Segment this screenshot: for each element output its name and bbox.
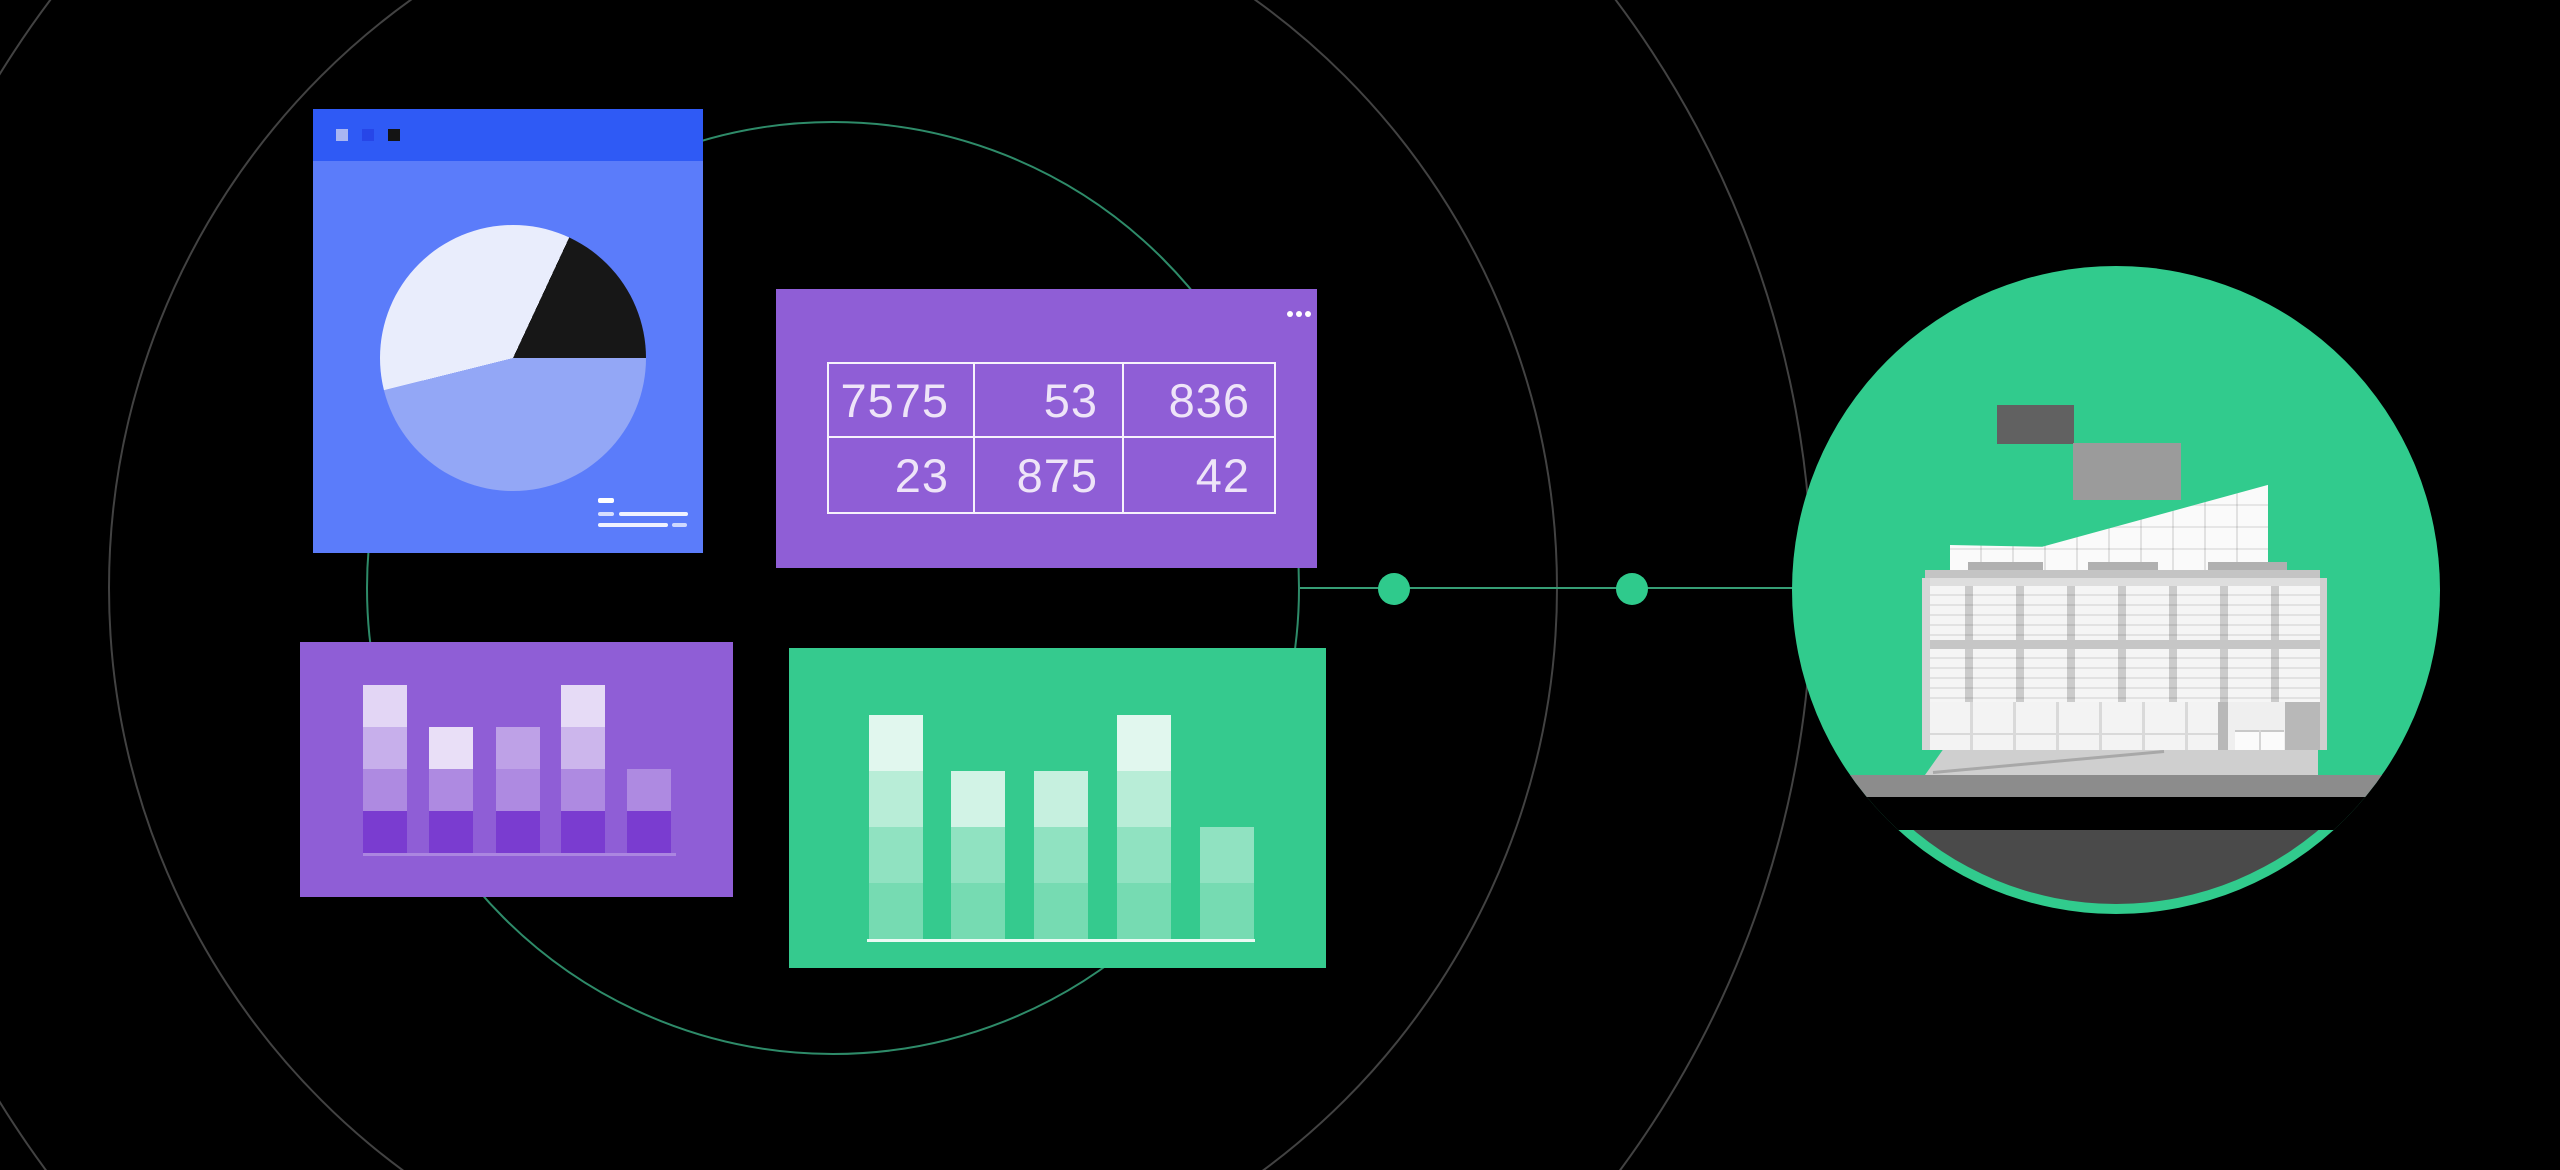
ellipsis-menu-icon[interactable] (1287, 311, 1311, 317)
purple-bars-panel (300, 642, 733, 897)
green-bars-bar-4-segment-3 (1117, 771, 1171, 827)
green-bars-bar-3-segment-3 (1034, 771, 1088, 827)
table-cell: 875 (975, 438, 1124, 512)
sign-box-light (2073, 443, 2181, 500)
ground-floor-line (1930, 733, 2218, 735)
purple-bars-bar-1-segment-3 (363, 727, 407, 769)
purple-bars-bar-1-segment-1 (363, 811, 407, 853)
green-bars-panel (789, 648, 1326, 968)
green-bars-bar-1-segment-4 (869, 715, 923, 771)
upper-window-band (1922, 586, 2327, 640)
door-divider (2259, 730, 2261, 750)
sign-box-dark (1997, 405, 2074, 444)
legend-line (598, 498, 614, 503)
purple-bars-bar-3-segment-2 (496, 769, 540, 811)
right-wall (2320, 578, 2327, 750)
base-slab (1925, 750, 2318, 775)
green-bars-bar-4-segment-1 (1117, 883, 1171, 939)
green-bars-bar-2-segment-3 (951, 771, 1005, 827)
purple-bars-bar-3-segment-1 (496, 811, 540, 853)
purple-bars-bar-2-segment-3 (429, 727, 473, 769)
ground-floor-windows (1930, 702, 2218, 750)
purple-bars-bar-1-segment-4 (363, 685, 407, 727)
window-button-dark-icon[interactable] (388, 129, 400, 141)
legend-line (672, 523, 687, 527)
building-circle (1792, 266, 2440, 914)
green-bars-bar-4-segment-2 (1117, 827, 1171, 883)
table-cell: 23 (829, 438, 975, 512)
purple-bars-bar-4-segment-2 (561, 769, 605, 811)
green-bars-bar-1-segment-1 (869, 883, 923, 939)
table-cell: 7575 (829, 364, 975, 438)
browser-titlebar (313, 109, 703, 161)
green-bars-bar-3-segment-2 (1034, 827, 1088, 883)
purple-bars-bar-5-segment-1 (627, 811, 671, 853)
data-table: 7575 53 836 23 875 42 (827, 362, 1276, 514)
green-bars-bar-1-segment-3 (869, 771, 923, 827)
purple-bars-bar-2-segment-1 (429, 811, 473, 853)
table-row: 23 875 42 (829, 438, 1274, 512)
table-row: 7575 53 836 (829, 364, 1274, 438)
connector-line (1300, 587, 1794, 589)
connector-dot (1616, 573, 1648, 605)
table-cell: 42 (1195, 448, 1250, 502)
window-button-light-icon[interactable] (336, 129, 348, 141)
green-bars-bar-3-segment-1 (1034, 883, 1088, 939)
green-bars-bar-4-segment-4 (1117, 715, 1171, 771)
rooftop-block (2208, 562, 2287, 571)
browser-window (313, 109, 703, 553)
table-panel: 7575 53 836 23 875 42 (776, 289, 1317, 568)
table-cell: 53 (975, 364, 1124, 438)
ground-gap (1792, 797, 2440, 830)
purple-bars-bar-4-segment-4 (561, 685, 605, 727)
purple-bars-baseline (363, 853, 676, 856)
purple-bars-bar-4-segment-3 (561, 727, 605, 769)
legend-line (598, 512, 614, 516)
green-bars-bar-5-segment-1 (1200, 883, 1254, 939)
green-bars-bar-1-segment-2 (869, 827, 923, 883)
building-fascia (1922, 578, 2327, 586)
connector-dot (1378, 573, 1410, 605)
green-bars-bar-2-segment-2 (951, 827, 1005, 883)
legend-line (598, 523, 668, 527)
ramp-line (1932, 750, 2165, 774)
lower-window-band (1922, 649, 2327, 702)
pie-chart (380, 225, 646, 491)
purple-bars-bar-2-segment-2 (429, 769, 473, 811)
green-bars-baseline (867, 939, 1255, 942)
rooftop-slab (1925, 570, 2320, 578)
rooftop-block (2088, 562, 2158, 571)
building-body (1922, 578, 2327, 752)
window-button-blue-icon[interactable] (362, 129, 374, 141)
legend-line (619, 512, 688, 516)
ground-floor-mullion (2218, 702, 2228, 750)
green-bars-bar-2-segment-1 (951, 883, 1005, 939)
purple-bars-bar-4-segment-1 (561, 811, 605, 853)
rooftop-block (1968, 562, 2043, 571)
green-bars-bar-5-segment-2 (1200, 827, 1254, 883)
table-cell: 836 (1124, 364, 1274, 438)
purple-bars-bar-3-segment-3 (496, 727, 540, 769)
left-wall (1922, 578, 1930, 750)
floor-divider (1922, 640, 2327, 649)
purple-bars-bar-1-segment-2 (363, 769, 407, 811)
ground-strip (1792, 775, 2440, 797)
purple-bars-bar-5-segment-2 (627, 769, 671, 811)
